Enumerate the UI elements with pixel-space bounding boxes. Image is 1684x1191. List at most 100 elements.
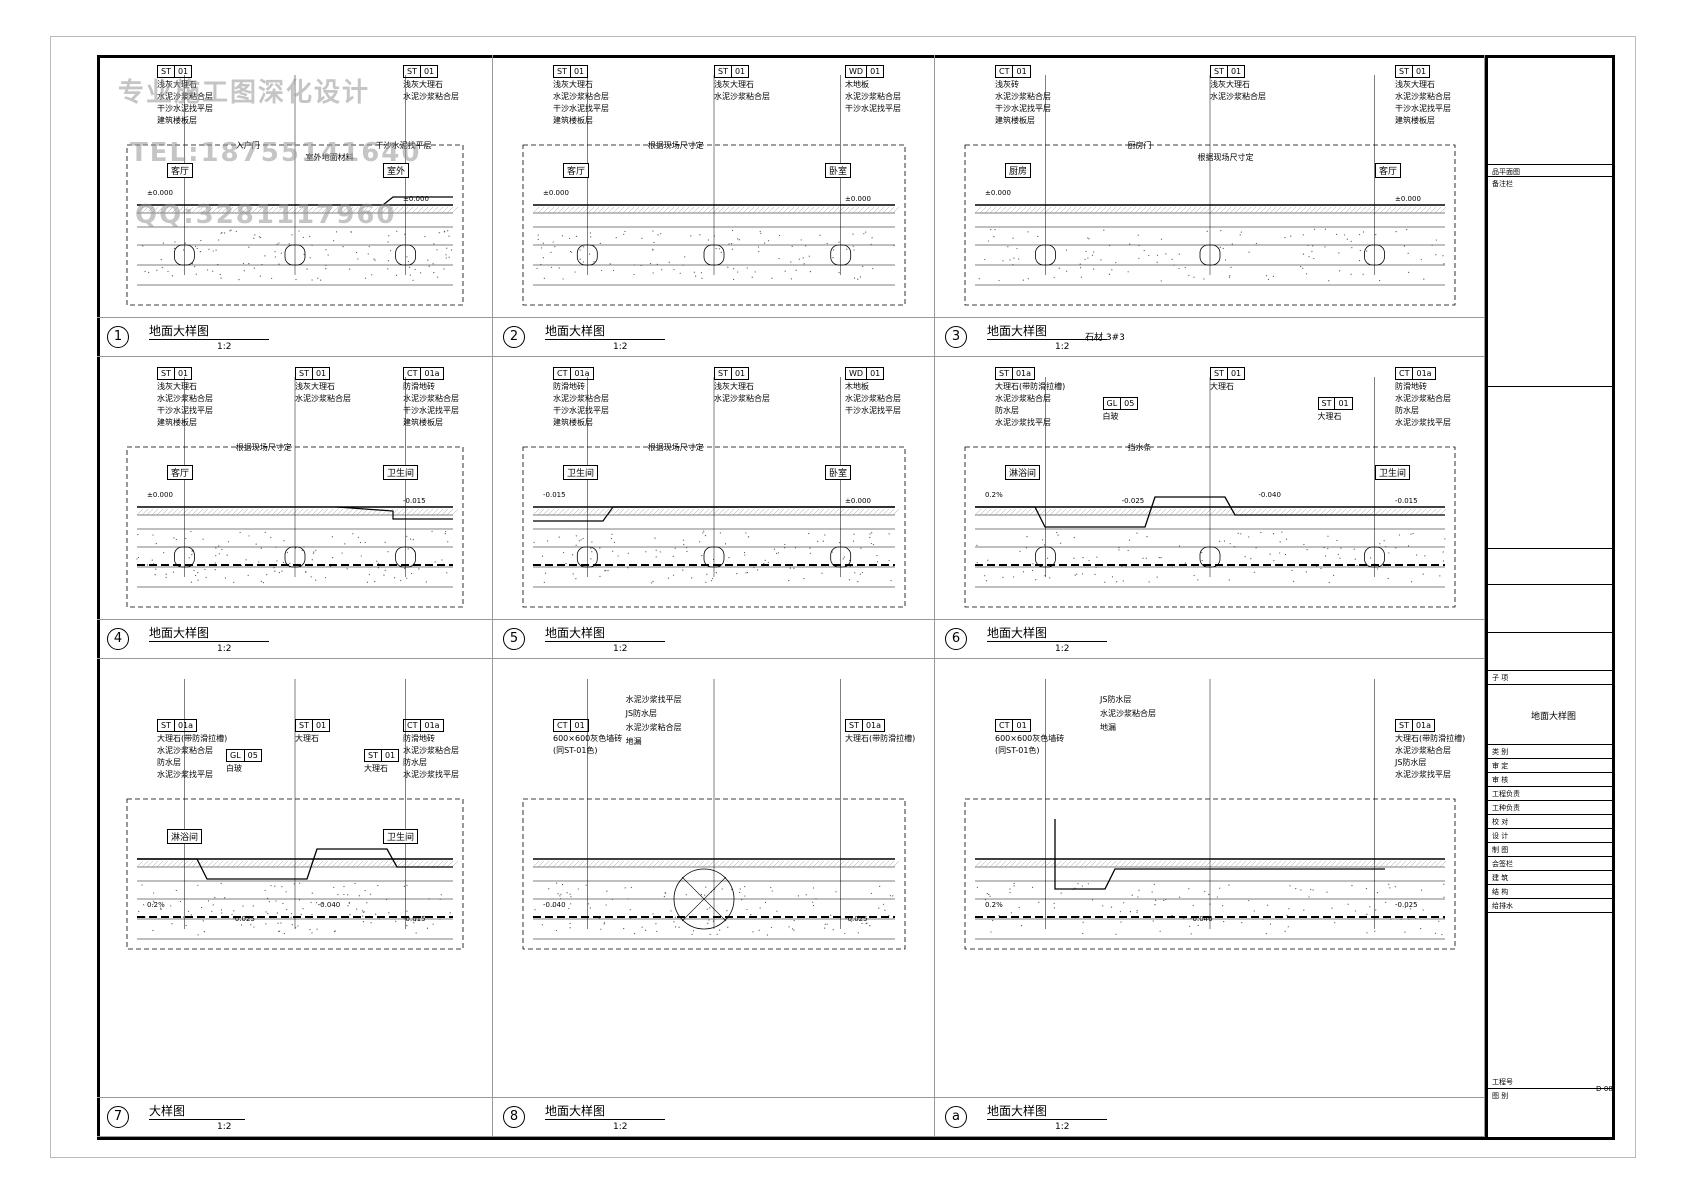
- layer-label: 水泥沙浆粘合层: [1210, 91, 1266, 103]
- detail-panel-5: CT01a防滑地砖水泥沙浆粘合层干沙水泥找平层建筑楼板层ST01浅灰大理石水泥沙…: [493, 357, 935, 659]
- layer-label: 水泥沙浆粘合层: [1395, 393, 1451, 405]
- material-id: 01: [731, 66, 748, 77]
- room-label: 客厅: [563, 163, 589, 178]
- layer-label: 防滑地砖: [553, 381, 585, 393]
- layer-label: 水泥沙浆找平层: [995, 417, 1051, 429]
- elevation-mark: -0.015: [403, 497, 426, 505]
- layer-label: 干沙水泥找平层: [1395, 103, 1451, 115]
- layer-label: 水泥沙浆粘合层: [403, 91, 459, 103]
- material-tag: ST01: [1318, 397, 1353, 410]
- detail-scale: 1:2: [1055, 1122, 1069, 1132]
- layer-label: 600×600灰色墙砖: [553, 733, 622, 745]
- approval-row: 审 核: [1488, 773, 1615, 787]
- approval-row: 工种负责: [1488, 801, 1615, 815]
- layer-label: 大理石(带防滑拉槽): [157, 733, 227, 745]
- material-code: ST: [996, 368, 1012, 379]
- layer-label: 水泥沙浆粘合层: [714, 91, 770, 103]
- layer-label: 水泥沙浆粘合层: [1395, 91, 1451, 103]
- material-id: 01: [420, 66, 437, 77]
- material-code: WD: [846, 368, 866, 379]
- watermark-line1: 专业施工图深化设计: [118, 72, 370, 109]
- approval-row: 类 别: [1488, 745, 1615, 759]
- material-code: ST: [1319, 398, 1335, 409]
- approval-row: 校 对: [1488, 815, 1615, 829]
- layer-label: 水泥沙浆粘合层: [995, 393, 1051, 405]
- layer-label: 浅灰大理石: [714, 79, 754, 91]
- material-code: CT: [996, 720, 1012, 731]
- drawing-name-label: 品平面图: [1488, 165, 1615, 177]
- elevation-mark: ±0.000: [543, 189, 569, 197]
- detail-panel-3: CT01浅灰砖水泥沙浆粘合层干沙水泥找平层建筑楼板层ST01浅灰大理石水泥沙浆粘…: [935, 55, 1485, 357]
- layer-label: 水泥沙浆粘合层: [403, 745, 459, 757]
- layer-label: 水泥沙浆粘合层: [995, 91, 1051, 103]
- layer-label: 浅灰大理石: [403, 79, 443, 91]
- elevation-mark: ±0.000: [1395, 195, 1421, 203]
- material-tag: GL05: [1103, 397, 1139, 410]
- material-id: 01: [1334, 398, 1351, 409]
- material-tag: ST01: [295, 719, 330, 732]
- layer-label: (同ST-01色): [995, 745, 1040, 757]
- material-tag: CT01a: [1395, 367, 1436, 380]
- elevation-mark: 0.2%: [985, 491, 1003, 499]
- elevation-mark: -0.040: [318, 901, 341, 909]
- material-code: WD: [846, 66, 866, 77]
- room-label: 卫生间: [383, 829, 418, 844]
- material-tag: ST01: [714, 367, 749, 380]
- material-code: GL: [227, 750, 244, 761]
- layer-label: 建筑楼板层: [157, 115, 197, 127]
- material-tag: ST01: [1395, 65, 1430, 78]
- layer-label: 600×600灰色墙砖: [995, 733, 1064, 745]
- layer-label: 大理石: [364, 763, 388, 775]
- material-id: 01: [1227, 66, 1244, 77]
- layer-label: 浅灰大理石: [295, 381, 335, 393]
- material-id: 01: [381, 750, 398, 761]
- layer-label: 大理石: [1318, 411, 1342, 423]
- layer-label: 防滑地砖: [403, 733, 435, 745]
- elevation-mark: -0.025: [1122, 497, 1145, 505]
- material-id: 01: [1012, 720, 1029, 731]
- detail-title: 地面大样图: [987, 624, 1107, 642]
- material-code: ST: [296, 368, 312, 379]
- layer-label: 水泥沙浆找平层: [157, 769, 213, 781]
- layer-label: 干沙水泥找平层: [157, 405, 213, 417]
- layer-label: 白玻: [226, 763, 242, 775]
- detail-number: 1: [107, 326, 129, 348]
- approval-row: 设 计: [1488, 829, 1615, 843]
- annotation-label: 根据现场尺寸定: [648, 140, 704, 152]
- layer-label: 建筑楼板层: [553, 417, 593, 429]
- room-label: 客厅: [167, 465, 193, 480]
- material-code: GL: [1104, 398, 1121, 409]
- annotation-label: 根据现场尺寸定: [1198, 152, 1254, 164]
- detail-scale: 1:2: [217, 342, 231, 352]
- detail-title-bar: 5地面大样图1:2: [493, 619, 934, 658]
- layer-label: 浅灰大理石: [1210, 79, 1250, 91]
- material-code: ST: [1396, 720, 1412, 731]
- detail-note: 石材 3#3: [1085, 330, 1125, 343]
- layer-label: 防水层: [1395, 405, 1419, 417]
- title-block-blank-3: [1488, 585, 1615, 633]
- material-code: ST: [1396, 66, 1412, 77]
- detail-scale: 1:2: [613, 1122, 627, 1132]
- layer-label: 大理石(带防滑拉槽): [845, 733, 915, 745]
- elevation-mark: -0.015: [543, 491, 566, 499]
- detail-number: 8: [503, 1106, 525, 1128]
- material-code: CT: [404, 368, 420, 379]
- layer-label: 木地板: [845, 79, 869, 91]
- room-label: 卧室: [825, 465, 851, 480]
- material-id: 01: [1412, 66, 1429, 77]
- elevation-mark: -0.040: [543, 901, 566, 909]
- sub-item-label: 子 项: [1488, 671, 1615, 685]
- layer-label: 干沙水泥找平层: [553, 405, 609, 417]
- layer-label: 建筑楼板层: [553, 115, 593, 127]
- annotation-label: 水泥沙浆粘合层: [1100, 708, 1156, 720]
- material-id: 01a: [1412, 720, 1434, 731]
- elevation-mark: -0.025: [845, 915, 868, 923]
- material-id: 01: [570, 66, 587, 77]
- detail-title: 地面大样图: [545, 624, 665, 642]
- annotation-label: 水泥沙浆找平层: [626, 694, 682, 706]
- detail-panel-6: ST01a大理石(带防滑拉槽)水泥沙浆粘合层防水层水泥沙浆找平层GL05白玻ST…: [935, 357, 1485, 659]
- layer-label: 水泥沙浆粘合层: [845, 393, 901, 405]
- detail-number: 2: [503, 326, 525, 348]
- layer-label: 浅灰大理石: [714, 381, 754, 393]
- detail-number: 4: [107, 628, 129, 650]
